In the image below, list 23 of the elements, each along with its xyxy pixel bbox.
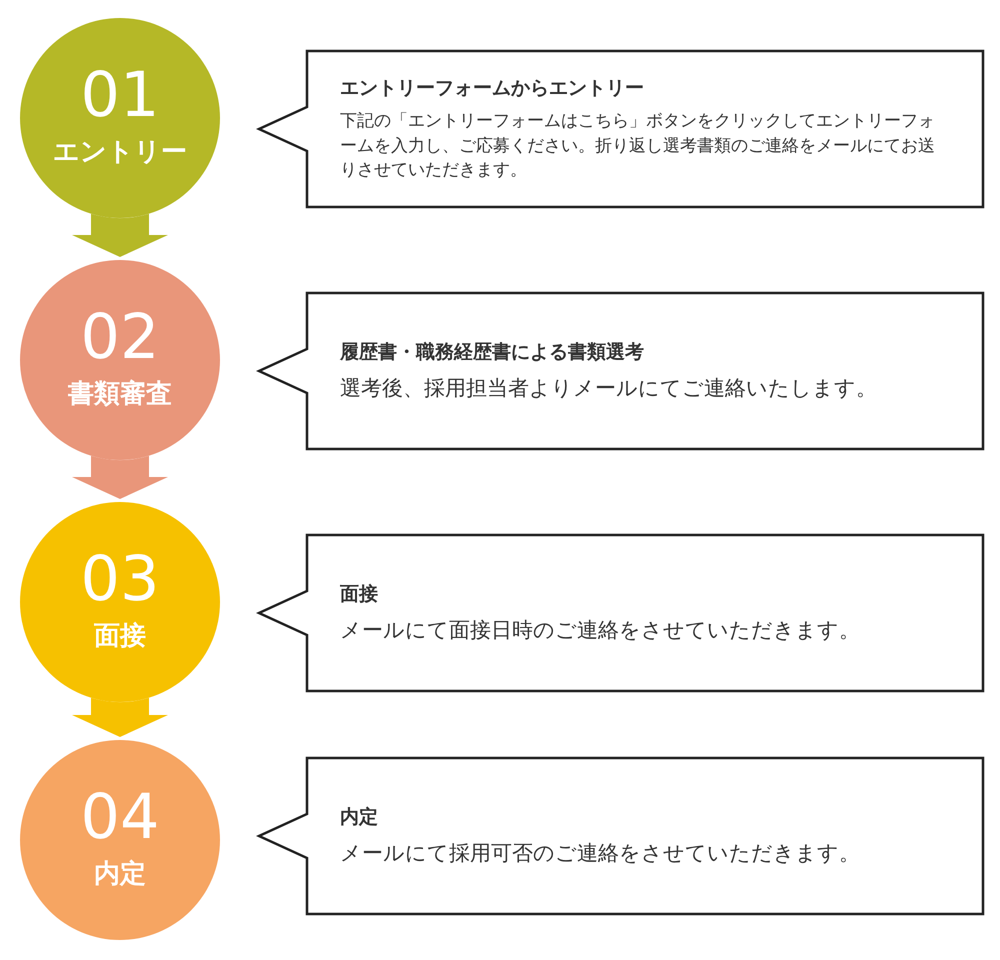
callout-box (258, 50, 984, 208)
callout-heading: 履歴書・職務経歴書による書類選考 (340, 340, 645, 365)
block-arrow (72, 698, 168, 737)
callout-text: メールにて採用可否のご連絡をさせていただきます。 (340, 840, 861, 867)
step-title: 面接 (94, 620, 146, 652)
callout-text: 選考後、採用担当者よりメールにてご連絡いたします。 (340, 374, 878, 402)
callout-text: メールにて面接日時のご連絡をさせていただきます。 (340, 616, 861, 644)
callout-heading: 内定 (340, 804, 379, 830)
step-number: 03 (80, 548, 160, 610)
block-arrow (72, 214, 168, 257)
callout-text: 下記の「エントリーフォームはこちら」ボタンをクリックしてエントリーフォームを入力し、ご応募ください。折り返し選考書類のご連絡をメールにてお送りさせていただきます。 (340, 110, 936, 182)
step-number: 04 (80, 786, 160, 848)
block-arrow (72, 456, 168, 499)
callout-box (258, 534, 984, 692)
step-number: 02 (80, 306, 160, 368)
callout-box (258, 292, 984, 450)
step-title: 内定 (94, 858, 146, 890)
step-title: エントリー (53, 136, 187, 168)
callout-box (258, 757, 984, 915)
callout-heading: 面接 (340, 582, 379, 607)
callout-heading: エントリーフォームからエントリー (340, 76, 645, 102)
step-number: 01 (80, 64, 160, 126)
step-title: 書類審査 (68, 378, 172, 410)
